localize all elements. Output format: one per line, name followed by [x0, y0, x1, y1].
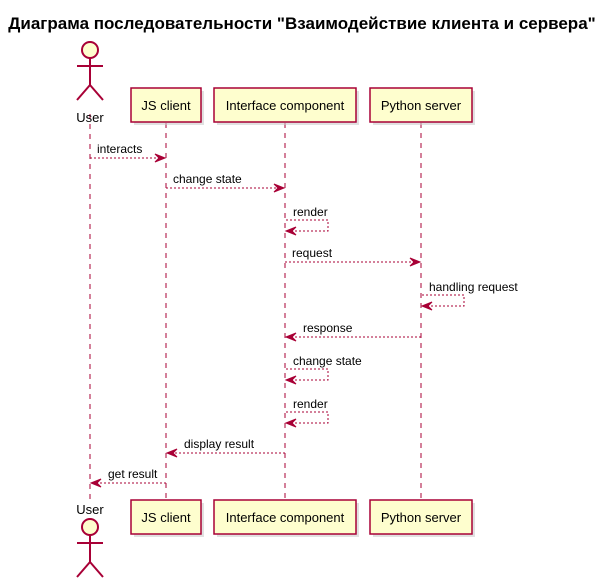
participant-label: JS client: [141, 98, 191, 113]
arrow-head: [284, 418, 297, 428]
message-label: render: [293, 205, 328, 219]
participant-js-bottom: JS client: [130, 499, 204, 537]
participant-box: [213, 87, 357, 123]
actor-user-top: User: [76, 41, 104, 125]
arrow-head: [409, 257, 422, 267]
self-message-line: [286, 219, 329, 232]
actor-leg-right: [89, 84, 104, 101]
message-10: get result: [89, 467, 166, 488]
message-label: request: [292, 246, 333, 260]
participant-box: [369, 499, 473, 535]
participant-box: [130, 499, 202, 535]
arrow-head: [154, 153, 167, 163]
diagram-title: Диаграма последовательности "Взаимодейст…: [8, 14, 595, 33]
actor-leg-left: [76, 84, 91, 101]
participant-label: Python server: [381, 510, 462, 525]
message-label: interacts: [97, 142, 142, 156]
message-label: change state: [173, 172, 242, 186]
actor-label-bottom: User: [76, 502, 104, 517]
participant-box: [130, 87, 202, 123]
arrow-head: [420, 301, 433, 311]
actor-user-bottom: User: [76, 502, 104, 578]
message-label: response: [303, 321, 353, 335]
participant-py-top: Python server: [369, 87, 475, 125]
participant-label: JS client: [141, 510, 191, 525]
self-message-line: [422, 294, 465, 307]
self-message-line: [286, 411, 329, 424]
actor-leg-right: [89, 561, 104, 578]
participant-label: Interface component: [226, 510, 345, 525]
arrow-head: [273, 183, 286, 193]
arrow-head: [284, 375, 297, 385]
participant-box: [213, 499, 357, 535]
actor-leg-left: [76, 561, 91, 578]
message-label: render: [293, 397, 328, 411]
participant-ic-bottom: Interface component: [213, 499, 359, 537]
message-4: request: [285, 246, 422, 267]
arrow-head: [165, 448, 178, 458]
participant-box: [369, 87, 473, 123]
message-7: change state: [284, 354, 362, 385]
participant-py-bottom: Python server: [369, 499, 475, 537]
message-label: change state: [293, 354, 362, 368]
arrow-head: [284, 332, 297, 342]
participant-label: Python server: [381, 98, 462, 113]
message-5: handling request: [420, 280, 518, 311]
message-2: change state: [166, 172, 286, 193]
actor-head-icon: [81, 41, 99, 59]
message-label: get result: [108, 467, 158, 481]
message-9: display result: [165, 437, 285, 458]
message-label: handling request: [429, 280, 518, 294]
actor-label-top: User: [76, 110, 104, 125]
self-message-line: [286, 368, 329, 381]
message-label: display result: [184, 437, 255, 451]
arrow-head: [284, 226, 297, 236]
arrow-head: [89, 478, 102, 488]
message-1: interacts: [90, 142, 167, 163]
actor-head-icon: [81, 518, 99, 536]
message-6: response: [284, 321, 421, 342]
participant-ic-top: Interface component: [213, 87, 359, 125]
message-8: render: [284, 397, 329, 428]
participant-label: Interface component: [226, 98, 345, 113]
participant-js-top: JS client: [130, 87, 204, 125]
message-3: render: [284, 205, 329, 236]
